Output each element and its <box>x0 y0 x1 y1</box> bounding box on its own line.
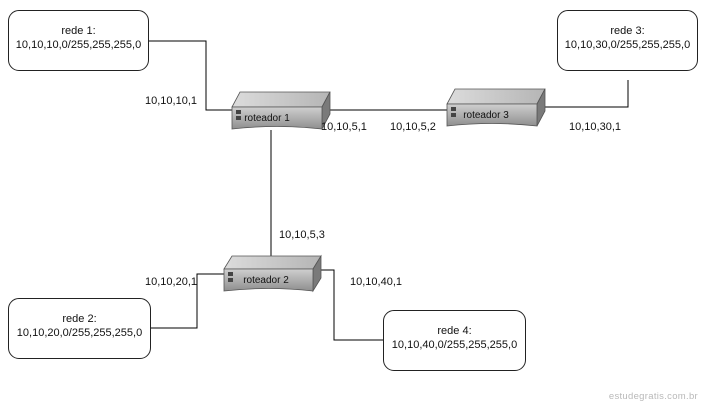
interface-label-r2-rede2: 10,10,20,1 <box>145 276 197 288</box>
router-3-label: roteador 3 <box>463 110 509 121</box>
interface-label-r1-rede1: 10,10,10,1 <box>145 95 197 107</box>
network-box-rede3: rede 3: 10,10,30,0/255,255,255,0 <box>557 10 698 71</box>
network-box-rede2: rede 2: 10,10,20,0/255,255,255,0 <box>8 298 151 359</box>
network-address: 10,10,10,0/255,255,255,0 <box>15 39 142 51</box>
network-address: 10,10,30,0/255,255,255,0 <box>564 39 691 51</box>
link-roteador3-rede3 <box>537 80 629 108</box>
network-box-rede1: rede 1: 10,10,10,0/255,255,255,0 <box>8 10 149 71</box>
network-name: rede 3: <box>610 25 645 37</box>
network-name: rede 1: <box>61 25 96 37</box>
interface-label-r2-rede4: 10,10,40,1 <box>350 276 402 288</box>
router-2-label: roteador 2 <box>243 275 289 286</box>
interface-label-r1-link: 10,10,5,1 <box>321 121 367 133</box>
router-3-icon: roteador 3 <box>446 88 546 127</box>
link-roteador2-rede4 <box>316 269 383 341</box>
router-1-icon: roteador 1 <box>231 91 331 130</box>
link-rede1-roteador1 <box>149 40 232 111</box>
network-address: 10,10,40,0/255,255,255,0 <box>391 339 518 351</box>
network-name: rede 4: <box>437 325 472 337</box>
interface-label-r3-rede3: 10,10,30,1 <box>569 121 621 133</box>
network-name: rede 2: <box>62 313 97 325</box>
router-1-label: roteador 1 <box>244 113 290 124</box>
router-2-icon: roteador 2 <box>223 254 322 293</box>
network-box-rede4: rede 4: 10,10,40,0/255,255,255,0 <box>383 310 526 371</box>
interface-label-r3-link: 10,10,5,2 <box>390 121 436 133</box>
interface-label-r2-link: 10,10,5,3 <box>279 229 325 241</box>
network-address: 10,10,20,0/255,255,255,0 <box>16 327 143 339</box>
watermark: estudegratis.com.br <box>608 391 698 402</box>
link-roteador2-rede2 <box>151 273 224 329</box>
